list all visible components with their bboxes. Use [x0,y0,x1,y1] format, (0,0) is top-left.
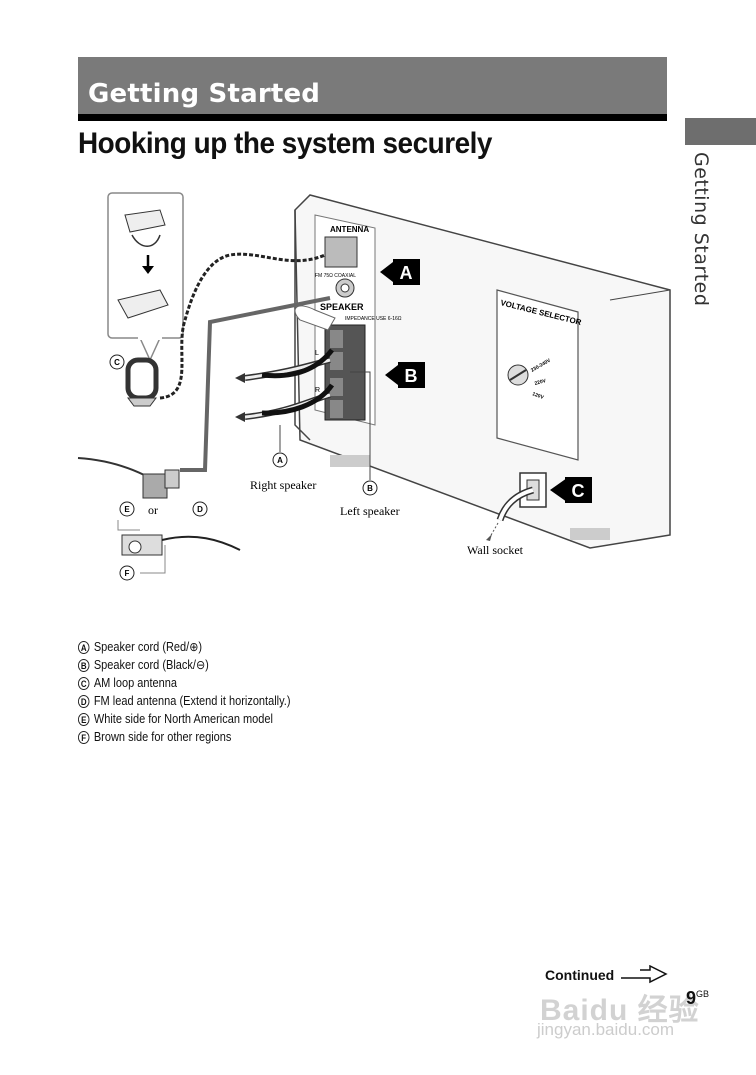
svg-text:F: F [125,569,130,578]
speaker-label: SPEAKER [320,302,364,312]
svg-text:A: A [400,263,413,283]
svg-text:D: D [197,505,203,514]
svg-text:B: B [367,484,373,493]
wall-socket-label: Wall socket [467,543,524,557]
watermark: Baidu 经验 [540,994,700,1027]
am-inset: C [107,192,184,370]
am-stand-icon [124,209,166,233]
watermark-url: jingyan.baidu.com [537,1020,675,1039]
marker-d [192,501,208,517]
page-suffix: GB [696,989,710,999]
fm-label: FM 75Ω COAXIAL [315,273,356,279]
marker-f [119,565,135,581]
r-label: R [315,387,320,394]
section-title: Getting Started [88,79,321,109]
svg-text:E: E [124,505,130,514]
voltage-selector: VOLTAGE SELECTOR 230-240V 220V 120V [496,289,583,461]
callout-a: A [380,259,420,285]
left-speaker-label: Left speaker [340,504,400,518]
svg-text:A: A [277,456,283,465]
right-speaker-label: Right speaker [250,478,316,492]
svg-text:B: B [405,366,418,386]
arrow-left-icon [235,373,245,383]
or-label: or [148,503,158,517]
fm-plug [142,473,168,499]
antenna-label: ANTENNA [330,225,369,234]
header-rule [78,114,667,121]
side-tab-label: Getting Started [690,152,712,307]
marker-b [362,480,378,496]
foot [330,455,370,467]
arrow-left-icon [235,412,245,422]
ac-inlet [486,472,547,541]
impedance-label: IMPEDANCE USE 6-16Ω [345,316,402,322]
svg-text:C: C [572,481,585,501]
am-wire [159,252,326,400]
callout-b: B [385,362,425,388]
voltage-220: 220V [534,378,547,387]
continued-arrow-icon [621,965,668,984]
marker-e [119,501,135,517]
fm-lead [180,296,331,472]
side-tab [685,118,756,145]
hookup-diagram: ANTENNA FM 75Ω COAXIAL SPEAKER IMPEDANCE… [77,192,671,581]
voltage-120: 120V [531,391,545,401]
l-label: L [315,350,319,357]
am-terminal [324,236,358,268]
section-header-bar [78,57,667,114]
svg-text:C: C [114,358,120,367]
am-loop-antenna [125,357,159,407]
page-title: Hooking up the system securely [78,127,492,160]
marker-c [109,354,125,370]
finger-icon [294,305,336,331]
continued-label: Continued [545,967,615,983]
fm-plug-detail [117,520,241,574]
foot [570,528,610,540]
page-number: 9GB [686,988,710,1008]
callout-c: C [550,477,592,503]
speaker-cords [235,348,371,480]
marker-a [272,452,288,468]
